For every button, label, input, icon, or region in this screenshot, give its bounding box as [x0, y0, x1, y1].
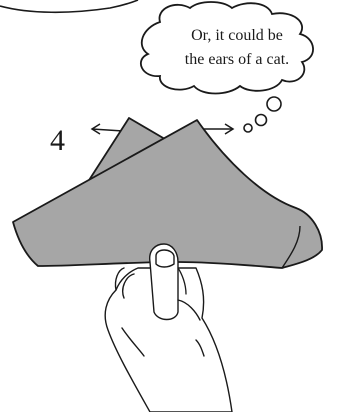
step-number: 4 — [50, 124, 65, 157]
thought-trail-circle-small — [244, 124, 252, 132]
thought-bubble-line1: Or, it could be — [191, 27, 283, 44]
thought-trail-circle-medium — [256, 115, 267, 126]
arrow-left-icon — [92, 124, 123, 134]
upper-speech-bubble — [0, 0, 138, 12]
hand-illustration — [105, 244, 232, 412]
thought-trail-circle-large — [267, 97, 281, 111]
arrow-right-icon — [204, 124, 233, 134]
thought-bubble-cloud — [141, 2, 313, 94]
thought-bubble-line2: the ears of a cat. — [185, 51, 289, 68]
